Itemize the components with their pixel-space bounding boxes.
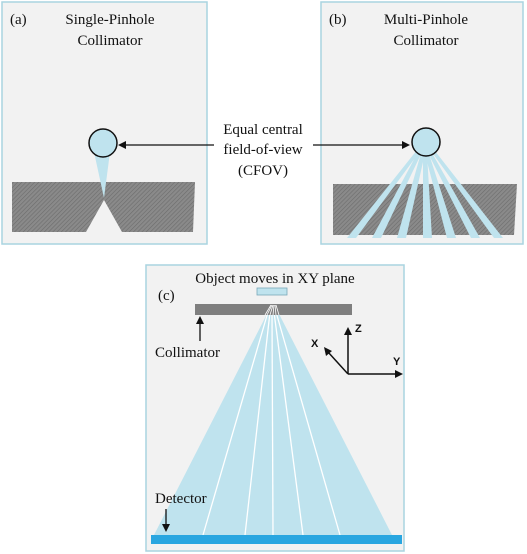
x-axis-arrowhead-icon xyxy=(324,347,332,356)
panel-a: (a) Single-Pinhole Collimator xyxy=(1,1,208,245)
object-caption: Object moves in XY plane xyxy=(195,271,355,287)
xyz-axes: Z Y X xyxy=(311,323,403,378)
y-axis-label: Y xyxy=(393,356,401,368)
arrowhead-down-icon xyxy=(162,524,170,532)
single-pinhole-beam xyxy=(94,152,110,198)
panel-a-title-line2: Collimator xyxy=(78,33,143,49)
panel-b-title-line1: Multi-Pinhole xyxy=(384,12,469,28)
arrowhead-up-icon xyxy=(196,316,204,324)
beam-divider-lines xyxy=(202,311,341,536)
cfov-line1: Equal central xyxy=(223,122,303,138)
cfov-label: Equal central field-of-view (CFOV) xyxy=(223,122,303,179)
arrowhead-right-icon xyxy=(402,141,410,149)
cfov-line2: field-of-view xyxy=(223,142,302,158)
panel-a-title-line1: Single-Pinhole xyxy=(65,12,155,28)
multi-pinhole-beams xyxy=(347,150,503,238)
detector-bar xyxy=(151,535,402,544)
panel-c-tag: (c) xyxy=(158,288,175,304)
object-slab xyxy=(256,287,288,296)
panel-b-tag: (b) xyxy=(329,12,347,28)
panel-c: (c) Object moves in XY plane Collimator xyxy=(145,264,405,552)
object-sphere-b xyxy=(411,127,441,157)
object-sphere-a xyxy=(88,128,118,158)
z-axis-arrowhead-icon xyxy=(344,327,352,335)
collimator-label: Collimator xyxy=(155,345,220,361)
collimator-pinholes xyxy=(264,304,280,316)
cfov-arrow-left xyxy=(118,141,214,149)
cfov-arrow-right xyxy=(313,141,410,149)
panel-a-tag: (a) xyxy=(10,12,27,28)
panel-b-title-line2: Collimator xyxy=(394,33,459,49)
cfov-line3: (CFOV) xyxy=(238,163,288,179)
single-pinhole-collimator xyxy=(12,182,195,232)
detector-label: Detector xyxy=(155,491,207,507)
arrowhead-left-icon xyxy=(118,141,126,149)
x-axis-label: X xyxy=(311,338,319,350)
z-axis-label: Z xyxy=(355,323,362,335)
y-axis-arrowhead-icon xyxy=(395,370,403,378)
panel-b: (b) Multi-Pinhole Collimator xyxy=(320,1,524,245)
